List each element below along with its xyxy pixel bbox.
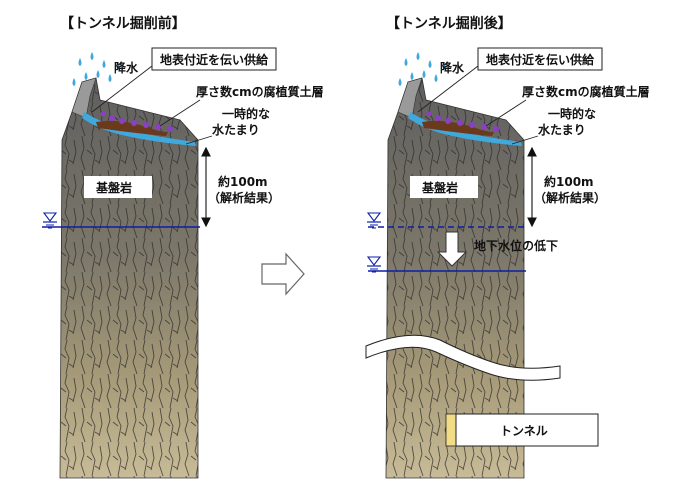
- before-depth-label-2: （解析結果）: [208, 190, 280, 205]
- after-heading: 【トンネル掘削後】: [386, 15, 512, 32]
- drawdown-arrow: [436, 231, 468, 267]
- after-puddle-label-1: 一時的な: [548, 106, 596, 121]
- before-bedrock-label-box: [84, 176, 152, 198]
- before-panel: 【トンネル掘削前】 降水 地表付近を伝い供給 厚さ: [42, 15, 324, 479]
- before-rain-label: 降水: [114, 60, 139, 75]
- after-lowered-water-table-symbol: [366, 256, 382, 273]
- before-supply-callout: 地表付近を伝い供給: [160, 52, 269, 67]
- tunnel-label-box: [455, 413, 599, 447]
- after-flowers: [426, 111, 499, 132]
- after-panel: 【トンネル掘削後】 降水 地表付近を伝い供給 厚さ数cmの腐植質土層 一時的な …: [365, 15, 650, 479]
- drawdown-label: 地下水位の低下: [474, 238, 558, 253]
- after-puddle-label-2: 水たまり: [538, 122, 586, 137]
- before-depth-arrow: [201, 146, 211, 228]
- before-depth-label-1: 約100m: [218, 174, 268, 189]
- before-callout-leader: [91, 65, 153, 113]
- after-bedrock-label: 基盤岩: [421, 180, 458, 195]
- after-supply-callout-box: [477, 47, 603, 71]
- after-depth-label-2: （解析結果）: [534, 190, 606, 205]
- after-humus-label: 厚さ数cmの腐植質土層: [522, 84, 650, 99]
- after-depth-arrow: [527, 146, 537, 228]
- after-callout-leader: [417, 65, 479, 113]
- tunnel-marker: [445, 413, 457, 447]
- after-humus-layer: [422, 120, 494, 136]
- before-humus-leader: [159, 99, 201, 127]
- before-surface-water: [82, 112, 196, 146]
- fracture-zone-band: [365, 334, 561, 381]
- before-puddle-label-1: 一時的な: [222, 106, 270, 121]
- tunnel-label: トンネル: [500, 424, 548, 438]
- before-flowers: [100, 111, 173, 132]
- before-water-table-symbol: [42, 212, 58, 229]
- after-supply-callout: 地表付近を伝い供給: [486, 52, 595, 67]
- before-heading: 【トンネル掘削前】: [60, 15, 186, 32]
- after-depth-label-1: 約100m: [544, 174, 594, 189]
- after-surface-water: [408, 112, 522, 146]
- after-bedrock-label-box: [410, 176, 478, 198]
- before-supply-callout-box: [151, 47, 277, 71]
- before-puddle-label-2: 水たまり: [212, 122, 260, 137]
- transition-arrow: [261, 252, 305, 296]
- after-rain-label: 降水: [440, 60, 465, 75]
- before-bedrock-column: [59, 77, 199, 479]
- before-rain-drops: [72, 52, 120, 86]
- before-puddle-leader: [185, 135, 213, 145]
- before-bedrock-label: 基盤岩: [95, 180, 132, 195]
- before-humus-layer: [96, 120, 168, 136]
- after-rain-drops: [398, 52, 446, 86]
- after-humus-leader: [485, 99, 527, 127]
- after-original-water-table-symbol: [366, 212, 382, 229]
- after-puddle-leader: [511, 135, 539, 145]
- before-humus-label: 厚さ数cmの腐植質土層: [196, 84, 324, 99]
